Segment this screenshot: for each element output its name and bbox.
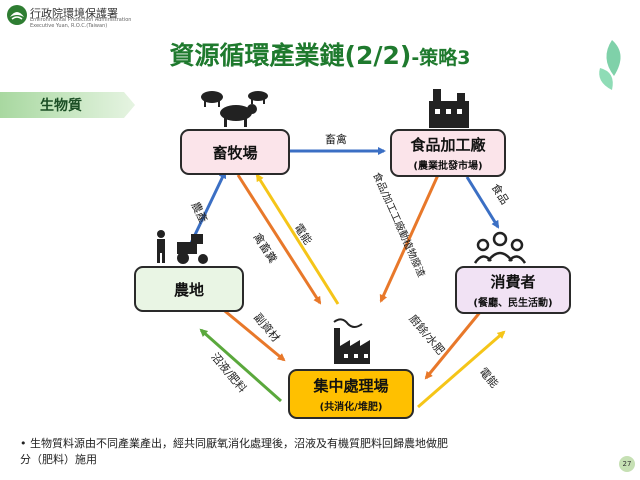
node-central-plant: 集中處理場 (共消化/堆肥): [288, 369, 414, 419]
arrow-plant-to-farmland: [199, 328, 282, 403]
label-farmland-to-plant: 副資材: [251, 310, 283, 344]
farmer-tractor-icon: [157, 230, 208, 264]
node-consumer-subtitle: (餐廳、民生活動): [473, 298, 553, 309]
label-livestock-to-factory: 畜禽: [325, 132, 347, 146]
section-ribbon: [0, 92, 135, 118]
node-food-factory-title: 食品加工廠: [410, 136, 486, 154]
title-main: 資源循環產業鏈(2/2): [169, 41, 412, 70]
node-consumer-title: 消費者: [490, 273, 536, 291]
livestock-animals-icon: [201, 91, 268, 127]
arrow-factory-to-consumer: [465, 176, 500, 229]
arrow-farmland-to-plant: [219, 305, 286, 362]
node-central-plant-subtitle: (共消化/堆肥): [319, 402, 383, 413]
bullet-dot: •: [20, 437, 30, 450]
page-title: 資源循環產業鏈(2/2)-策略3: [0, 36, 640, 72]
node-farmland: 農地: [134, 266, 244, 312]
node-food-factory-subtitle: (農業批發市場): [413, 161, 483, 172]
arrow-livestock-to-plant: [236, 174, 322, 305]
node-livestock-farm-title: 畜牧場: [212, 143, 258, 162]
node-consumer: 消費者 (餐廳、民生活動): [455, 266, 571, 314]
leaf-decoration-icon: [599, 40, 621, 90]
factory-building-icon: [429, 89, 469, 128]
title-sub: -策略3: [411, 47, 471, 69]
agency-name-en-line1: Environmental Protection Administration: [30, 17, 132, 23]
label-factory-to-consumer: 食品: [489, 181, 513, 207]
bullet-note: • 生物質料源由不同產業產出，經共同厭氧消化處理後，沼液及有機質肥料回歸農地做肥…: [20, 436, 450, 468]
node-livestock-farm: 畜牧場: [180, 129, 290, 175]
agency-name-en: Environmental Protection Administration …: [30, 17, 131, 29]
label-plant-to-consumer: 電能: [477, 365, 502, 391]
node-food-factory: 食品加工廠 (農業批發市場): [390, 129, 506, 177]
arrow-plant-to-consumer: [417, 330, 506, 409]
epa-logo-icon: [7, 5, 27, 25]
agency-name: 行政院環境保護署: [30, 7, 118, 20]
node-central-plant-title: 集中處理場: [313, 377, 389, 395]
people-group-icon: [474, 231, 526, 264]
label-consumer-to-plant: 廚餘/水肥: [406, 312, 447, 358]
page-number: 27: [619, 456, 635, 472]
processing-plant-icon: [333, 318, 370, 364]
section-label: 生物質: [40, 98, 82, 114]
node-farmland-title: 農地: [173, 280, 204, 299]
label-plant-to-livestock: 電能: [291, 221, 315, 247]
arrow-plant-to-livestock: [255, 173, 340, 305]
arrow-factory-to-plant: [379, 174, 440, 303]
agency-name-en-line2: Executive Yuan, R.O.C.(Taiwan): [30, 23, 108, 29]
arrow-consumer-to-plant: [424, 310, 483, 380]
bullet-text: 生物質料源由不同產業產出，經共同厭氧消化處理後，沼液及有機質肥料回歸農地做肥分（…: [20, 437, 448, 466]
